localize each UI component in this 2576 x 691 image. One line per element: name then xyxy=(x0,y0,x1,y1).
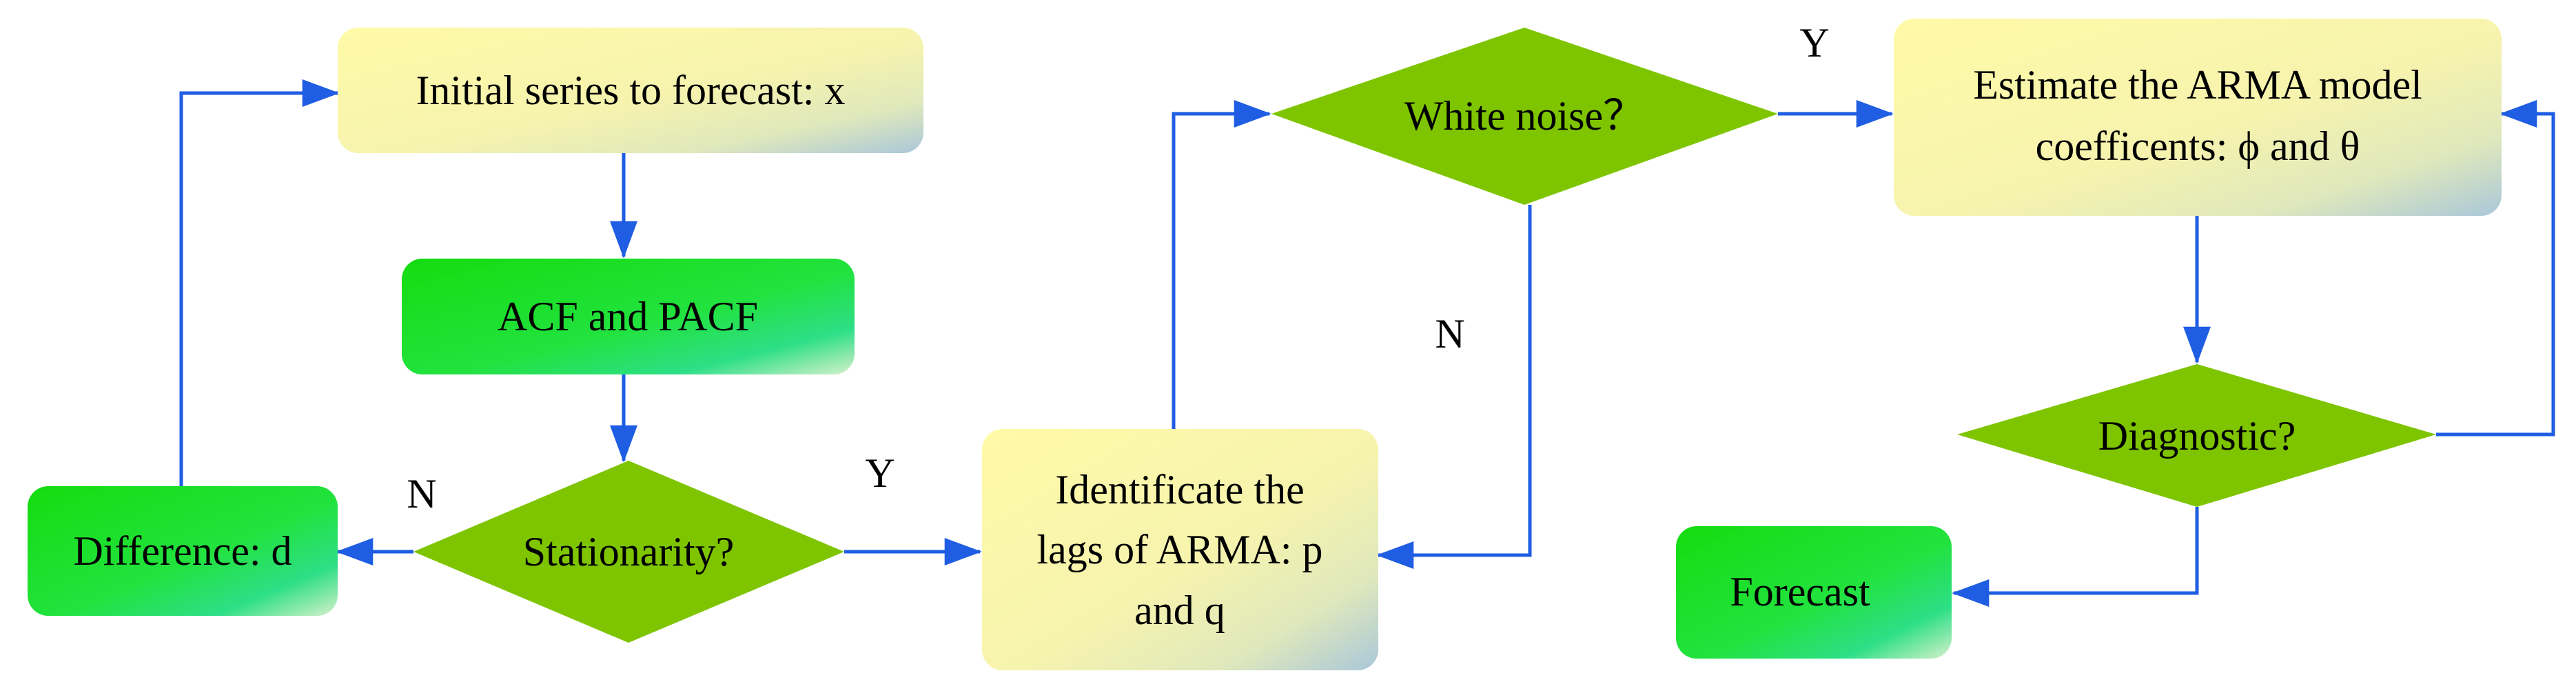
estimate-label-line2: coefficents: ϕ and θ xyxy=(2036,123,2360,169)
white-noise-no-label: N xyxy=(1435,311,1464,357)
diagnostic-diamond xyxy=(1957,364,2436,507)
arrow-difference-to-initial xyxy=(179,79,340,486)
acf-pacf-label: ACF and PACF xyxy=(498,294,758,339)
node-difference: Difference: d xyxy=(28,486,338,616)
edges xyxy=(179,79,2555,607)
stationarity-no-label: N xyxy=(407,471,436,517)
forecast-box xyxy=(1676,526,1952,659)
node-estimate: Estimate the ARMA model coefficents: ϕ a… xyxy=(1894,19,2502,216)
stationarity-diamond xyxy=(413,461,844,643)
identificate-label-line1: Identificate the xyxy=(1055,467,1304,512)
forecast-label: Forecast xyxy=(1730,569,1870,614)
diagnostic-label: Diagnostic? xyxy=(2098,413,2296,459)
acf-pacf-box xyxy=(402,259,855,374)
stationarity-yes-label: Y xyxy=(865,450,895,496)
arrow-whitenoise-to-identificate xyxy=(1376,205,1532,569)
edge-labels: N Y Y N xyxy=(407,20,1829,517)
identificate-label-line2: lags of ARMA: p xyxy=(1036,527,1322,572)
identificate-label-line3: and q xyxy=(1134,588,1225,633)
white-noise-diamond xyxy=(1271,28,1778,205)
node-stationarity: Stationarity? xyxy=(413,461,844,643)
initial-series-box xyxy=(338,28,923,153)
difference-label: Difference: d xyxy=(73,528,292,574)
white-noise-label: White noise？ xyxy=(1404,93,1644,139)
node-acf-pacf: ACF and PACF xyxy=(402,259,855,374)
arrow-identificate-to-whitenoise xyxy=(1172,100,1271,429)
arrow-diagnostic-to-estimate xyxy=(2436,100,2555,437)
arrow-diagnostic-to-forecast xyxy=(1952,507,2199,607)
node-forecast: Forecast xyxy=(1676,526,1952,659)
stationarity-label: Stationarity? xyxy=(523,529,735,574)
identificate-box xyxy=(982,429,1378,670)
difference-box xyxy=(28,486,338,616)
estimate-label-line1: Estimate the ARMA model xyxy=(1973,62,2422,108)
node-identificate: Identificate the lags of ARMA: p and q xyxy=(982,429,1378,670)
initial-series-label: Initial series to forecast: x xyxy=(416,68,845,113)
node-initial-series: Initial series to forecast: x xyxy=(338,28,923,153)
node-diagnostic: Diagnostic? xyxy=(1957,364,2436,507)
node-white-noise: White noise？ xyxy=(1271,28,1778,205)
white-noise-yes-label: Y xyxy=(1799,20,1829,66)
estimate-box xyxy=(1894,19,2502,216)
